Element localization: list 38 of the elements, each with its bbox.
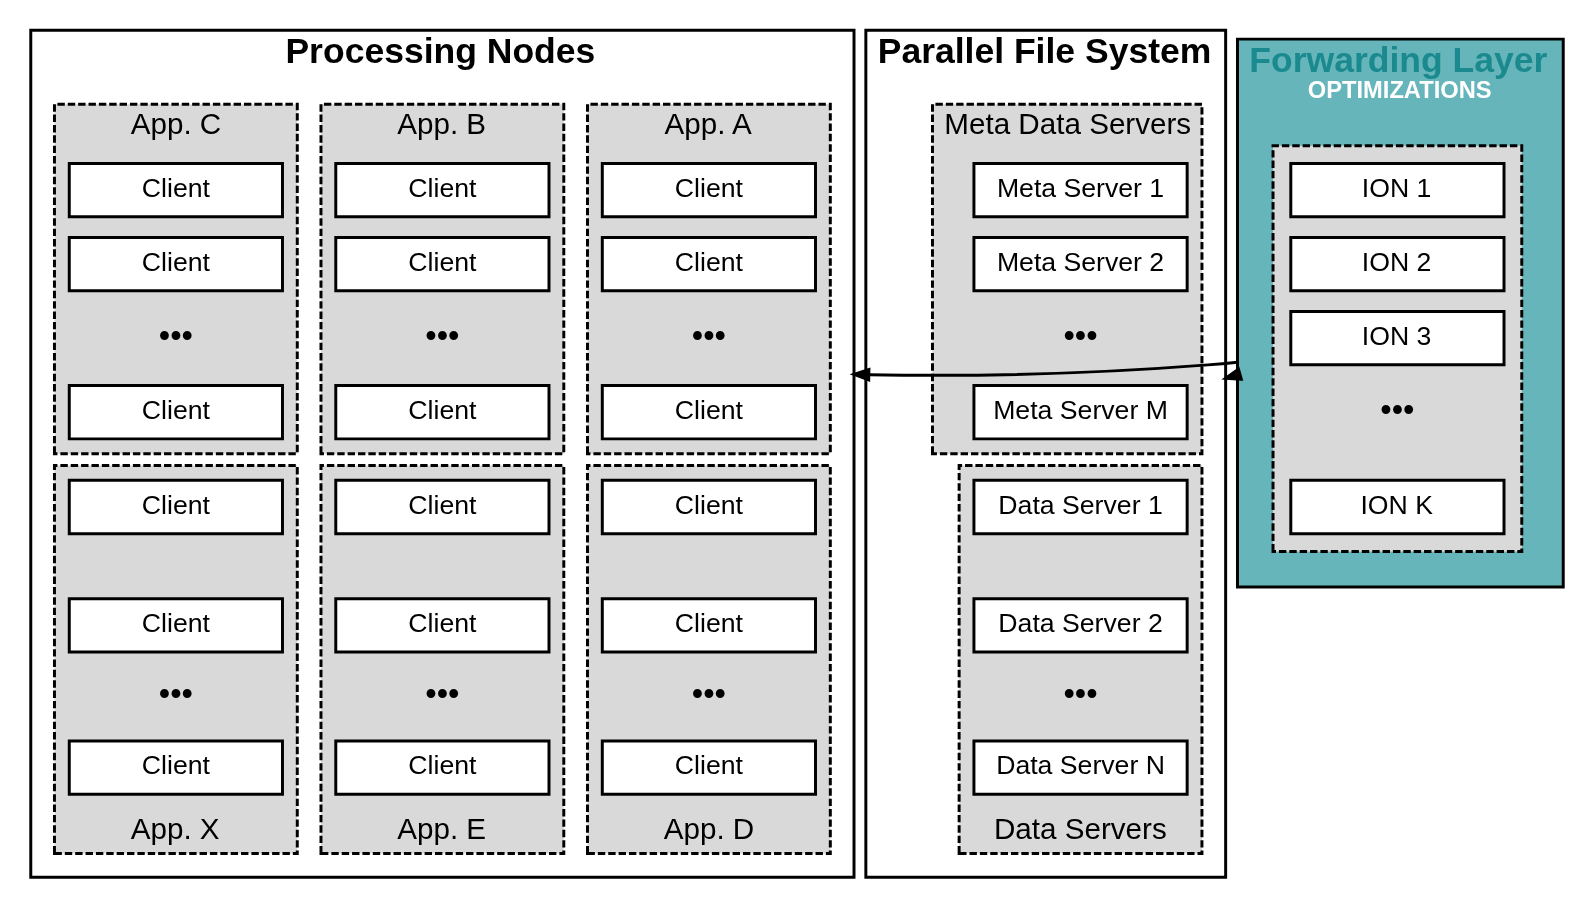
node-box: ION K [1289, 478, 1506, 536]
node-box: ION 3 [1289, 310, 1506, 367]
label: ••• [1380, 391, 1415, 428]
node-box: Client [67, 739, 284, 796]
node-box: Client [334, 739, 551, 796]
node-box: Client [67, 384, 284, 441]
cluster [1271, 144, 1524, 553]
node-box: Client [67, 236, 284, 293]
node-box: Meta Server 1 [972, 162, 1189, 219]
node-box: Client [600, 739, 817, 796]
node-box: Client [600, 162, 817, 219]
label: ••• [691, 675, 726, 712]
node-box: Client [67, 597, 284, 654]
node-box: Meta Server M [972, 384, 1189, 441]
node-box: Client [600, 478, 817, 536]
label: ••• [1063, 675, 1098, 712]
label: ••• [425, 675, 460, 712]
node-box: Client [334, 236, 551, 293]
node-box: Client [67, 478, 284, 536]
node-box: Client [334, 384, 551, 441]
node-box: Client [600, 384, 817, 441]
label: ••• [1063, 317, 1098, 354]
node-box: Client [67, 162, 284, 219]
node-box: Meta Server 2 [972, 236, 1189, 293]
node-box: Data Server 1 [972, 478, 1189, 536]
label: ••• [158, 675, 193, 712]
node-box: Client [600, 236, 817, 293]
node-box: Data Server N [972, 739, 1189, 796]
label: ••• [425, 317, 460, 354]
node-box: ION 1 [1289, 162, 1506, 219]
node-box: Client [334, 162, 551, 219]
node-box: Data Server 2 [972, 597, 1189, 654]
node-box: Client [334, 597, 551, 654]
node-box: Client [334, 478, 551, 536]
node-box: ION 2 [1289, 236, 1506, 293]
node-box: Client [600, 597, 817, 654]
label: ••• [691, 317, 726, 354]
label: ••• [158, 317, 193, 354]
